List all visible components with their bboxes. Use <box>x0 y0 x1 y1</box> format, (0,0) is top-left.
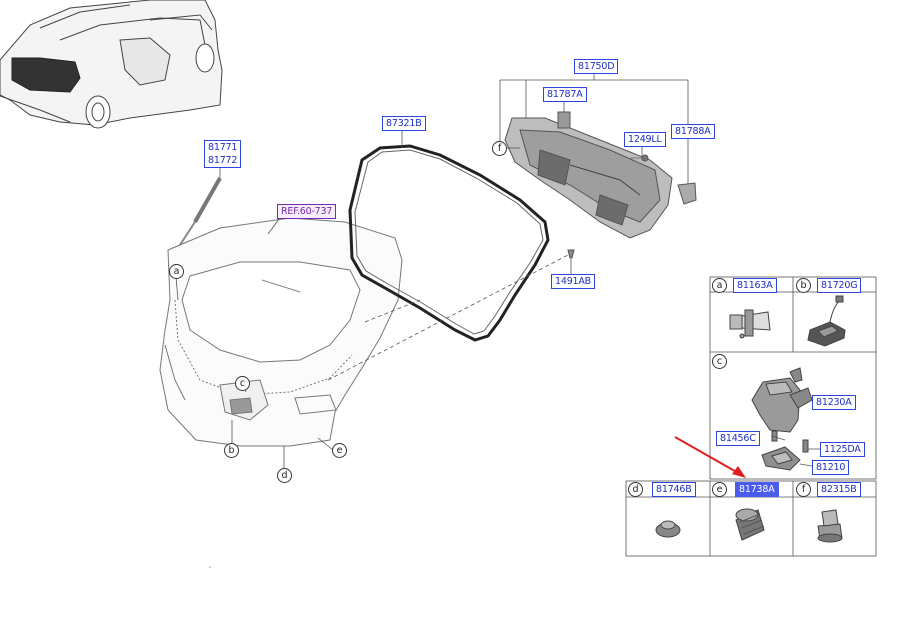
tailgate-panel <box>159 217 403 447</box>
weatherstrip <box>348 144 550 342</box>
table-letter-d: d <box>628 482 643 497</box>
table-part-81738a[interactable]: 81738A <box>735 482 779 497</box>
label-81771-81772[interactable]: 81771 81772 <box>204 140 242 168</box>
table-letter-e: e <box>712 482 727 497</box>
label-81750d[interactable]: 81750D <box>574 59 619 74</box>
part-82315b <box>817 509 843 543</box>
misc-marks <box>209 566 211 568</box>
table-letter-c: c <box>712 354 727 369</box>
label-81788a[interactable]: 81788A <box>671 124 715 139</box>
label-81771: 81771 <box>208 142 238 153</box>
table-part-81746b[interactable]: 81746B <box>652 482 696 497</box>
label-ref-60-737[interactable]: REF.60-737 <box>277 204 337 219</box>
callout-f: f <box>492 141 507 156</box>
table-part-81163a[interactable]: 81163A <box>733 278 777 293</box>
label-1249ll[interactable]: 1249LL <box>624 132 666 147</box>
callout-a: a <box>169 264 184 279</box>
callout-e: e <box>332 443 347 458</box>
part-81738a <box>735 508 765 541</box>
leader-lines <box>175 72 689 472</box>
label-87321b[interactable]: 87321B <box>382 116 426 131</box>
table-part-81210[interactable]: 81210 <box>812 460 850 475</box>
table-letter-b: b <box>796 278 811 293</box>
part-81163a <box>729 309 771 339</box>
table-letter-a: a <box>712 278 727 293</box>
table-part-81720g[interactable]: 81720G <box>817 278 862 293</box>
table-part-81230a[interactable]: 81230A <box>812 395 856 410</box>
part-latch <box>751 367 820 471</box>
label-1491ab[interactable]: 1491AB <box>551 274 595 289</box>
table-part-1125da[interactable]: 1125DA <box>820 442 865 457</box>
car-thumbnail <box>0 0 223 129</box>
callout-d: d <box>277 468 292 483</box>
callout-c: c <box>235 376 250 391</box>
table-part-82315b[interactable]: 82315B <box>817 482 861 497</box>
garnish-trim <box>504 111 697 239</box>
part-81720g <box>807 295 846 347</box>
highlight-arrow <box>674 436 746 478</box>
clip-1491ab <box>567 249 575 259</box>
label-81787a[interactable]: 81787A <box>543 87 587 102</box>
table-letter-f: f <box>796 482 811 497</box>
table-part-81456c[interactable]: 81456C <box>716 431 760 446</box>
label-81772: 81772 <box>208 155 238 166</box>
part-81746b <box>655 520 681 538</box>
callout-b: b <box>224 443 239 458</box>
